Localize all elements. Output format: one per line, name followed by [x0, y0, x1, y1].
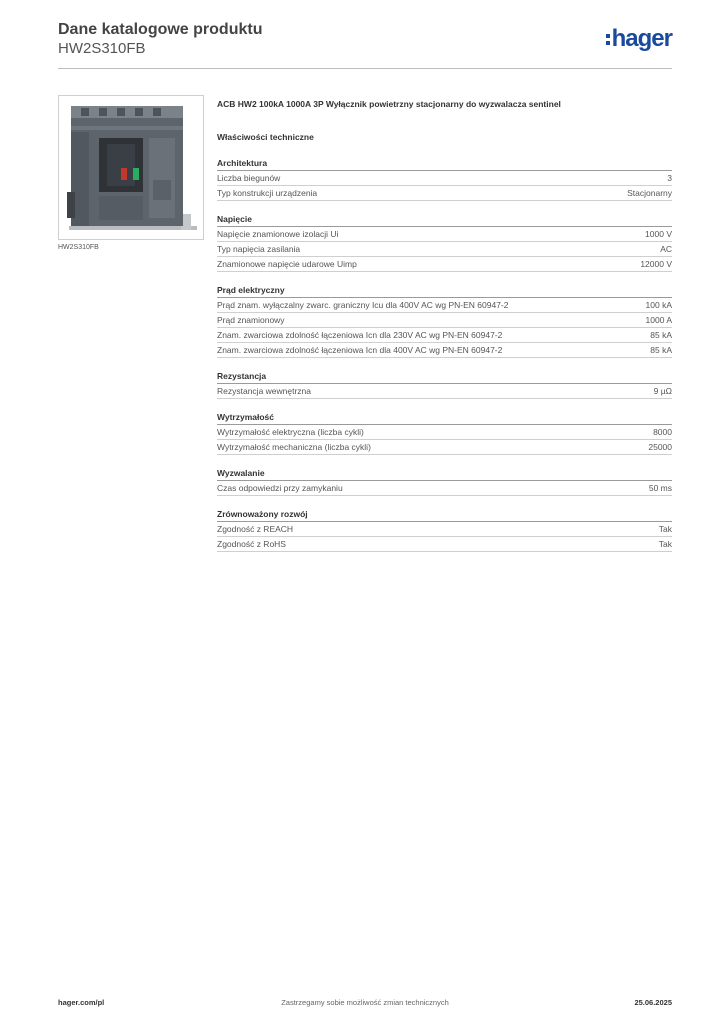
spec-value: Tak	[658, 539, 672, 549]
spec-row: Znam. zwarciowa zdolność łączeniowa Icn …	[217, 328, 672, 343]
spec-content: ACB HW2 100kA 1000A 3P Wyłącznik powietr…	[217, 98, 672, 552]
spec-label: Czas odpowiedzi przy zamykaniu	[217, 483, 343, 493]
footer-website-link[interactable]: hager.com/pl	[58, 998, 105, 1007]
spec-row: Wytrzymałość elektryczna (liczba cykli) 8…	[217, 425, 672, 440]
spec-label: Zgodność z RoHS	[217, 539, 286, 549]
header-divider	[58, 68, 672, 69]
spec-value: 50 ms	[648, 483, 672, 493]
circuit-breaker-illustration	[67, 106, 197, 230]
group-title-architektura: Architektura	[217, 158, 672, 171]
group-title-prad-elektryczny: Prąd elektryczny	[217, 285, 672, 298]
spec-label: Znam. zwarciowa zdolność łączeniowa Icn …	[217, 330, 503, 340]
spec-value: 9 µΩ	[653, 386, 672, 396]
spec-value: 3	[667, 173, 672, 183]
spec-label: Rezystancja wewnętrzna	[217, 386, 312, 396]
spec-value: Stacjonarny	[627, 188, 672, 198]
page-title: Dane katalogowe produktu	[58, 21, 263, 38]
product-description: ACB HW2 100kA 1000A 3P Wyłącznik powietr…	[217, 99, 561, 109]
spec-row: Prąd znam. wyłączalny zwarc. graniczny I…	[217, 298, 672, 313]
spec-value: 85 kA	[650, 330, 672, 340]
spec-value: AC	[660, 244, 672, 254]
spec-row: Zgodność z REACH Tak	[217, 522, 672, 537]
footer-disclaimer: Zastrzegamy sobie możliwość zmian techni…	[281, 998, 449, 1007]
spec-row: Typ konstrukcji urządzenia Stacjonarny	[217, 186, 672, 201]
spec-value: 25000	[648, 442, 672, 452]
spec-label: Prąd znamionowy	[217, 315, 285, 325]
group-title-napiecie: Napięcie	[217, 214, 672, 227]
spec-label: Napięcie znamionowe izolacji Ui	[217, 229, 339, 239]
spec-label: Znamionowe napięcie udarowe Uimp	[217, 259, 357, 269]
spec-value: 1000 A	[645, 315, 672, 325]
section-title: Właściwości techniczne	[217, 132, 314, 142]
spec-label: Znam. zwarciowa zdolność łączeniowa Icn …	[217, 345, 503, 355]
spec-value: 8000	[653, 427, 672, 437]
page-header: Dane katalogowe produktu HW2S310FB hager	[58, 20, 673, 68]
spec-value: 100 kA	[645, 300, 672, 310]
spec-value: Tak	[658, 524, 672, 534]
spec-label: Liczba biegunów	[217, 173, 281, 183]
spec-row: Liczba biegunów 3	[217, 171, 672, 186]
logo-dots-icon	[605, 33, 610, 45]
spec-label: Wytrzymałość mechaniczna (liczba cykli)	[217, 442, 371, 452]
spec-row: Typ napięcia zasilania AC	[217, 242, 672, 257]
product-code: HW2S310FB	[58, 40, 146, 57]
spec-row: Zgodność z RoHS Tak	[217, 537, 672, 552]
group-title-wytrzymalosc: Wytrzymałość	[217, 412, 672, 425]
spec-label: Zgodność z REACH	[217, 524, 294, 534]
spec-label: Typ napięcia zasilania	[217, 244, 301, 254]
logo-text: hager	[611, 25, 673, 52]
spec-value: 12000 V	[640, 259, 672, 269]
image-caption: HW2S310FB	[58, 244, 99, 251]
spec-row: Wytrzymałość mechaniczna (liczba cykli) 2…	[217, 440, 672, 455]
spec-row: Napięcie znamionowe izolacji Ui 1000 V	[217, 227, 672, 242]
spec-label: Prąd znam. wyłączalny zwarc. graniczny I…	[217, 300, 509, 310]
spec-value: 85 kA	[650, 345, 672, 355]
spec-row: Czas odpowiedzi przy zamykaniu 50 ms	[217, 481, 672, 496]
spec-label: Wytrzymałość elektryczna (liczba cykli)	[217, 427, 364, 437]
product-image	[58, 95, 204, 240]
spec-row: Rezystancja wewnętrzna 9 µΩ	[217, 384, 672, 399]
hager-logo[interactable]: hager	[605, 24, 673, 54]
spec-value: 1000 V	[645, 229, 672, 239]
spec-row: Znamionowe napięcie udarowe Uimp 12000 V	[217, 257, 672, 272]
spec-row: Znam. zwarciowa zdolność łączeniowa Icn …	[217, 343, 672, 358]
spec-label: Typ konstrukcji urządzenia	[217, 188, 318, 198]
group-title-wyzwalanie: Wyzwalanie	[217, 468, 672, 481]
footer-date: 25.06.2025	[634, 998, 672, 1007]
group-title-zrownowazony-rozwoj: Zrównoważony rozwój	[217, 509, 672, 522]
spec-row: Prąd znamionowy 1000 A	[217, 313, 672, 328]
group-title-rezystancja: Rezystancja	[217, 371, 672, 384]
